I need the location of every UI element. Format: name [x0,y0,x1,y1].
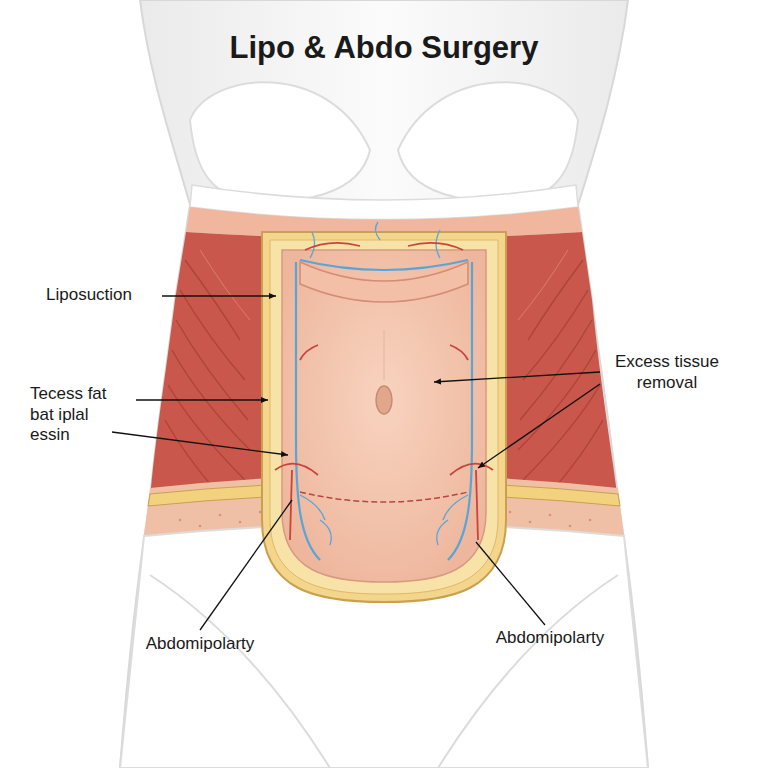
diagram-title: Lipo & Abdo Surgery [0,30,768,66]
callout-label: Abdomipolarty [470,628,630,649]
callout-label: Tecess fat bat iplal essin [30,384,130,446]
callout-label: Excess tissue removal [592,352,742,393]
callout-label: Abdomipolarty [120,634,280,655]
callout-label: Liposuction [46,285,166,306]
